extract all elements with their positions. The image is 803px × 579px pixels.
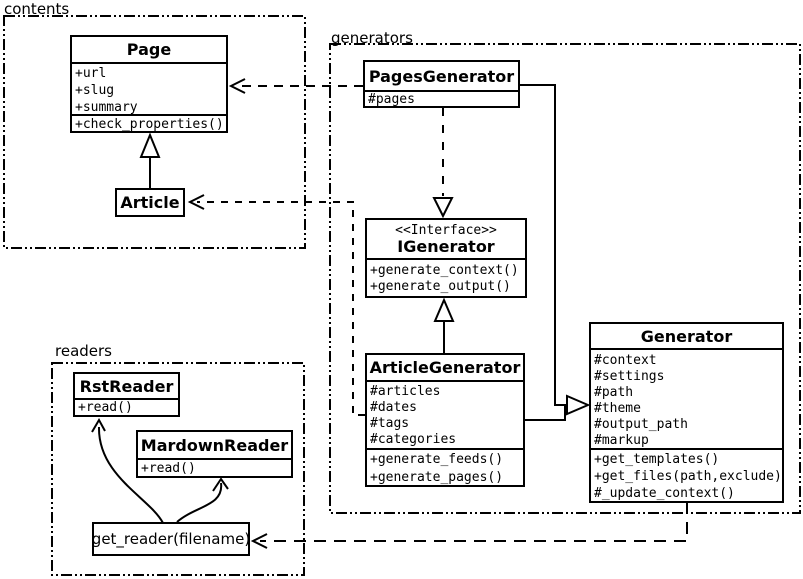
attribute: #settings <box>594 369 665 384</box>
arrow-getreader-to-markdownreader <box>176 477 229 523</box>
package-border-contents <box>3 15 306 249</box>
method: +get_templates() <box>594 452 720 467</box>
class-box-article: Article <box>115 188 185 217</box>
attribute: +slug <box>75 83 115 98</box>
package-label-contents: contents <box>4 0 70 18</box>
generator-attributes: #context #settings #path #theme #output_… <box>591 350 782 450</box>
attribute: #context <box>594 353 657 368</box>
function-box-get-reader: get_reader(filename) <box>92 522 250 556</box>
arrow-generators-extend-generator <box>520 84 591 421</box>
arrow-article-extends-page <box>139 132 161 188</box>
class-box-articlegenerator: ArticleGenerator #articles #dates #tags … <box>365 353 525 487</box>
attribute: #path <box>594 385 634 400</box>
class-box-generator: Generator #context #settings #path #them… <box>589 322 784 503</box>
class-box-markdownreader: MardownReader +read() <box>136 430 293 478</box>
page-attributes: +url +slug +summary <box>72 64 226 116</box>
generator-methods: +get_templates() +get_files(path,exclude… <box>591 450 782 502</box>
class-box-igenerator: <<Interface>> IGenerator +generate_conte… <box>365 218 527 298</box>
method: +check_properties() <box>75 117 224 132</box>
articlegenerator-methods: +generate_feeds() +generate_pages() <box>367 450 523 487</box>
attribute: #articles <box>370 384 441 399</box>
arrow-getreader-to-rstreader <box>91 417 164 524</box>
class-title-article: Article <box>120 193 180 212</box>
method: +get_files(path,exclude) <box>594 469 782 484</box>
pagesgenerator-attributes: #pages <box>365 92 518 107</box>
arrow-generator-uses-getreader <box>250 502 688 549</box>
attribute: #pages <box>368 92 415 107</box>
method: +generate_pages() <box>370 470 504 485</box>
attribute: #theme <box>594 401 641 416</box>
arrow-pagesgenerator-implements-igenerator <box>432 108 454 219</box>
markdownreader-methods: +read() <box>138 460 291 476</box>
attribute: #dates <box>370 400 417 415</box>
stereotype-interface: <<Interface>> <box>395 222 497 238</box>
attribute: #markup <box>594 433 649 448</box>
class-box-rstreader: RstReader +read() <box>73 372 180 417</box>
method: +generate_context() <box>370 263 519 278</box>
articlegenerator-attributes: #articles #dates #tags #categories <box>367 382 523 450</box>
attribute: +summary <box>75 100 138 115</box>
method: +generate_output() <box>370 279 511 294</box>
class-title-page: Page <box>72 37 226 64</box>
arrow-articlegenerator-implements-igenerator <box>433 297 455 353</box>
method: +read() <box>78 400 133 415</box>
class-box-page: Page +url +slug +summary +check_properti… <box>70 35 228 133</box>
rstreader-methods: +read() <box>75 400 178 415</box>
package-border-generators <box>329 43 801 514</box>
class-title-rstreader: RstReader <box>75 374 178 400</box>
package-border-readers <box>51 362 305 576</box>
method: +read() <box>141 461 196 476</box>
class-title-articlegenerator: ArticleGenerator <box>367 355 523 382</box>
class-box-pagesgenerator: PagesGenerator #pages <box>363 60 520 108</box>
package-label-readers: readers <box>55 342 112 360</box>
method: #_update_context() <box>594 486 735 501</box>
page-methods: +check_properties() <box>72 116 226 132</box>
class-title-pagesgenerator: PagesGenerator <box>365 62 518 92</box>
igenerator-methods: +generate_context() +generate_output() <box>367 260 525 295</box>
class-title-markdownreader: MardownReader <box>138 432 291 460</box>
attribute: #tags <box>370 416 410 431</box>
arrow-pagesgenerator-uses-page <box>228 78 363 94</box>
attribute: +url <box>75 66 107 81</box>
method: +generate_feeds() <box>370 452 504 467</box>
class-title-generator: Generator <box>591 324 782 350</box>
class-title-igenerator: <<Interface>> IGenerator <box>367 220 525 260</box>
attribute: #categories <box>370 432 457 447</box>
package-label-generators: generators <box>331 29 413 47</box>
attribute: #output_path <box>594 417 688 432</box>
arrow-articlegenerator-uses-article <box>187 194 365 416</box>
